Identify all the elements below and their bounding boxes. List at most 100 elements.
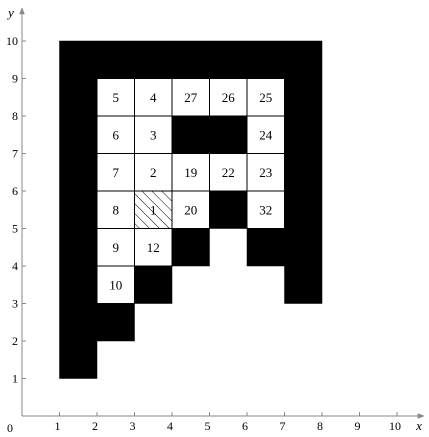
obstacle-cell [246,228,285,267]
obstacle-cell [209,115,248,154]
cell-number-label: 12 [147,240,160,255]
numbered-cell: 2 [134,153,173,192]
x-tick-label: 7 [280,419,286,433]
axes: x y 0 [6,5,425,435]
obstacle-cell [59,228,98,267]
y-tick-label: 3 [12,297,18,311]
numbered-cell: 5 [96,78,135,117]
obstacle-cell [59,190,98,229]
cell-number-label: 26 [222,90,236,105]
numbered-cell: 25 [246,78,285,117]
numbered-cell: 20 [171,190,210,229]
obstacle-cell [59,303,98,342]
y-tick-label: 9 [12,72,18,86]
numbered-cell: 4 [134,78,173,117]
cell-number-label: 3 [150,127,157,142]
x-tick-label: 9 [355,419,361,433]
numbered-cell: 19 [171,153,210,192]
cell-number-label: 10 [109,277,122,292]
y-tick-label: 4 [12,259,18,273]
obstacle-cell [284,153,323,192]
open-cell [246,115,285,154]
cell-number-label: 9 [113,240,120,255]
x-tick-label: 3 [130,419,136,433]
open-cell [96,265,135,304]
y-tick-label: 6 [12,184,18,198]
obstacle-cell [134,265,173,304]
cell-number-label: 19 [184,165,197,180]
x-tick-label: 4 [167,419,173,433]
numbered-cell: 22 [209,153,248,192]
y-tick-label: 5 [12,222,18,236]
open-cell [96,115,135,154]
open-cell [134,228,173,267]
numbered-cell: 6 [96,115,135,154]
obstacle-cell [59,78,98,117]
numbered-cell: 27 [171,78,210,117]
cell-number-label: 8 [113,202,120,217]
numbered-cell: 23 [246,153,285,192]
obstacle-cell [284,265,323,304]
open-cell [134,153,173,192]
numbered-cell: 24 [246,115,285,154]
origin-label: 0 [7,421,13,435]
obstacle-cell [96,40,135,79]
y-tick-label: 10 [6,34,18,48]
numbered-cell: 8 [96,190,135,229]
cell-number-label: 22 [222,165,235,180]
obstacle-cell [59,265,98,304]
open-cell [96,78,135,117]
x-axis-label: x [415,418,422,433]
obstacle-cell [171,228,210,267]
x-tick-label: 8 [317,419,323,433]
obstacle-cell [284,40,323,79]
open-cell [209,153,248,192]
cell-number-label: 7 [113,165,120,180]
obstacle-cell [96,303,135,342]
numbered-cell: 10 [96,265,135,304]
cell-number-label: 23 [259,165,272,180]
obstacle-cell [209,40,248,79]
open-cell [171,190,210,229]
obstacle-cell [284,190,323,229]
cell-number-label: 24 [259,127,273,142]
open-cell [96,228,135,267]
cell-number-label: 2 [150,165,157,180]
obstacle-cell [134,40,173,79]
open-cell [134,78,173,117]
x-tick-label: 6 [242,419,248,433]
numbered-cell: 32 [246,190,285,229]
numbered-cell: 1 [134,190,173,229]
obstacle-cell [171,115,210,154]
cells-layer: 5 4 27 26 25 6 3 24 7 2 19 22 23 8 1 20 32 9 12 10 [59,40,323,379]
numbered-cell: 3 [134,115,173,154]
cell-number-label: 4 [150,90,157,105]
cell-number-label: 6 [113,127,120,142]
x-tick-label: 2 [92,419,98,433]
obstacle-cell [284,78,323,117]
x-tick-label: 1 [55,419,61,433]
obstacle-cell [171,40,210,79]
obstacle-cell [59,153,98,192]
cell-number-label: 5 [113,90,120,105]
x-tick-label: 10 [389,419,401,433]
y-tick-label: 7 [12,147,18,161]
obstacle-cell [246,40,285,79]
numbered-cell: 9 [96,228,135,267]
cell-number-label: 25 [259,90,272,105]
obstacle-cell [59,115,98,154]
numbered-cell: 26 [209,78,248,117]
obstacle-cell [59,340,98,379]
cell-number-label: 32 [259,202,272,217]
y-tick-label: 2 [12,334,18,348]
y-axis-label: y [6,5,14,20]
x-tick-label: 5 [205,419,211,433]
hatched-start-cell [134,190,173,229]
cell-number-label: 1 [150,202,157,217]
obstacle-cell [59,40,98,79]
y-tick-label: 8 [12,109,18,123]
open-cell [246,190,285,229]
open-cell [96,190,135,229]
